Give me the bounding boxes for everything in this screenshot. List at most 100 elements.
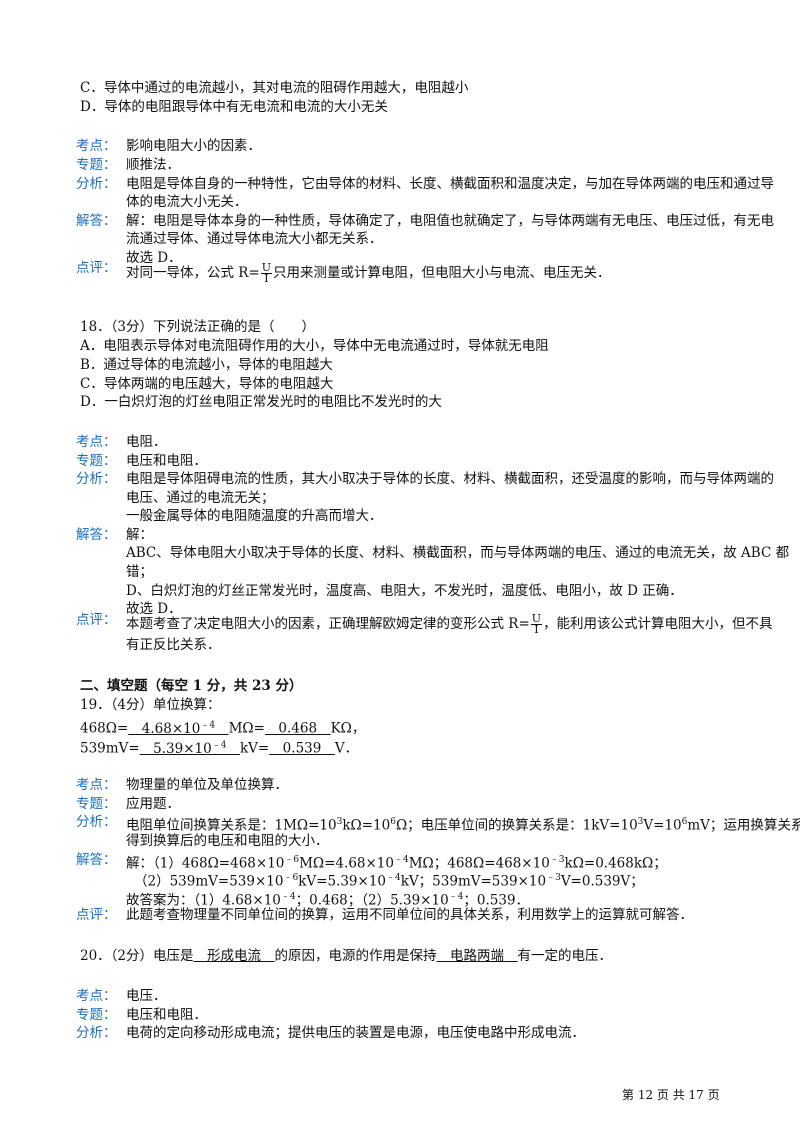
q19-jieda-line1: 解：（1）468Ω=468×10﹣6MΩ=4.68×10﹣4MΩ；468Ω=46… [126,851,667,873]
q18-fenxi-line2: 电压、通过的电流无关； [126,490,275,506]
q20-stem-part-e: 有一定的电压． [517,948,613,964]
q18-jieda-line3: 错； [126,564,153,580]
q19-blank-3-exp: ﹣4 [211,740,227,750]
q19-jieda3-part-a: 故答案为：（1）4.68×10 [126,892,281,909]
q19-jieda3-sup-1: ﹣4 [280,892,296,902]
q18-jieda-line4: D、白炽灯泡的灯丝正常发光时，温度高、电阻大，不发光时，温度低、电阻小，故 D … [126,583,683,599]
q19-blank-3-pad [226,741,240,757]
q17-jieda-line1: 解：电阻是导体本身的一种性质，导体确定了，电阻值也就确定了，与导体两端有无电压、… [126,213,774,229]
q17-jieda-line2: 流通过导体、通过导体电流大小都无关系． [126,231,383,247]
q19-stem: 19．（4分）单位换算： [80,697,221,713]
q19-blank-3: 5.39×10﹣4 [139,740,240,757]
q18-jieda-label: 解答： [76,527,117,543]
q17-jieda-label: 解答： [76,213,117,229]
q18-fenxi-label: 分析： [76,471,117,487]
q17-zhuanti-label: 专题： [76,157,117,173]
q19-jieda2-sup-3: ﹣3 [546,873,561,883]
q20-zhuanti: 电压和电阻． [126,1007,207,1023]
q19-fenxi1-part-d: V=10 [643,817,682,834]
q18-dianping-post: ，能利用该公式计算电阻大小，但不具 [543,616,773,632]
q18-kaodian: 电阻． [126,434,167,450]
q19-l2-unit2: V． [334,740,359,757]
q19-jieda3-sup-2: ﹣4 [448,892,464,902]
q19-blank-2: 0.468 [264,720,331,737]
q19-jieda3-part-b: ；0.468；（2）5.39×10 [295,892,449,909]
q19-l1-unit1: MΩ= [228,720,265,737]
q19-jieda2-sup-2: ﹣4 [386,873,401,883]
q19-kaodian: 物理量的单位及单位换算． [126,777,288,793]
q19-jieda1-sup-3: ﹣3 [549,855,565,865]
q18-jieda-line1: 解： [126,527,153,543]
q19-fenxi-label: 分析： [76,814,117,830]
fraction-numerator: U [260,261,273,274]
q17-dianping-post: 只用来测量或计算电阻，但电阻大小与电流、电压无关． [273,265,611,281]
q20-blank-2: 电路两端 [436,948,518,964]
q17-dianping-label: 点评： [76,260,117,276]
q19-l1-unit2: KΩ， [330,720,366,737]
q18-fenxi-line3: 一般金属导体的电阻随温度的升高而增大． [126,508,383,524]
section-heading: 二、填空题（每空 1 分，共 23 分） [80,678,303,694]
q18-stem: 18．（3分）下列说法正确的是（ ） [80,319,316,335]
q17-fenxi-line1: 电阻是导体自身的一种特性，它由导体的材料、长度、横截面积和温度决定，与加在导体两… [126,176,774,192]
q19-jieda-label: 解答： [76,852,117,868]
q20-fenxi-label: 分析： [76,1025,117,1041]
q19-fenxi1-part-b: kΩ=10 [342,817,391,834]
q19-zhuanti: 应用题． [126,796,180,812]
q19-jieda1-part-a: 解：（1）468Ω=468×10 [126,855,285,872]
q19-blank-1-base: 4.68×10 [128,720,201,737]
q19-blank-1-pad [215,721,229,737]
q19-zhuanti-label: 专题： [76,796,117,812]
q19-jieda2-part-a: （2）539mV=539×10 [134,873,284,890]
fraction-denominator: I [534,623,539,636]
q19-jieda2-sup-1: ﹣6 [283,873,299,883]
q18-option-c: C．导体两端的电压越大，导体的电阻越大 [80,376,334,392]
q18-zhuanti: 电压和电阻． [126,453,207,469]
q19-kaodian-label: 考点： [76,777,117,793]
q19-dianping: 此题考查物理量不同单位间的换算，运用不同单位间的具体关系，利用数学上的运算就可解… [126,907,693,923]
q20-kaodian: 电压． [126,988,167,1004]
q19-blank-3-base: 5.39×10 [139,740,212,757]
q19-fenxi-line1: 电阻单位间换算关系是：1MΩ=103kΩ=106Ω；电压单位间的换算关系是：1k… [126,813,800,835]
q18-jieda-line5: 故选 D． [126,601,182,617]
q19-fenxi1-part-e: mV；运用换算关系可 [687,817,800,834]
q20-fenxi: 电荷的定向移动形成电流；提供电压的装置是电源，电压使电路中形成电流． [126,1025,585,1041]
q19-jieda1-part-d: kΩ=0.468kΩ； [564,855,667,872]
q19-l2-unit1: kV= [239,740,270,757]
q20-kaodian-label: 考点： [76,988,117,1004]
q17-fenxi-label: 分析： [76,176,117,192]
q19-fenxi1-part-a: 电阻单位间换算关系是：1MΩ=10 [126,817,337,834]
q19-jieda2-part-c: kV；539mV=539×10 [400,873,547,890]
q19-jieda2-part-d: V=0.539V； [560,873,644,890]
page-footer: 第 12 页 共 17 页 [622,1088,720,1102]
q17-zhuanti: 顺推法． [126,157,180,173]
q19-line1: 468Ω= 4.68×10﹣4 MΩ= 0.468 KΩ， [80,716,365,738]
q20-stem-part-a: 20．（2分）电压是 [80,948,194,964]
q19-blank-4: 0.539 [269,740,335,757]
q18-dianping-label: 点评： [76,612,117,628]
q19-jieda-line3: 故答案为：（1）4.68×10﹣4；0.468；（2）5.39×10﹣4；0.5… [126,888,529,910]
q17-fenxi-line2: 体的电流大小无关． [126,194,248,210]
q19-fenxi-line2: 得到换算后的电压和电阻的大小． [126,833,329,849]
q19-dianping-label: 点评： [76,907,117,923]
q18-option-d: D．一白炽灯泡的灯丝电阻正常发光时的电阻比不发光时的大 [80,394,442,410]
q19-blank-1: 4.68×10﹣4 [128,720,229,737]
q18-jieda-line2: ABC、导体电阻大小取决于导体的长度、材料、横截面积，而与导体两端的电压、通过的… [126,545,790,561]
q19-jieda1-sup-2: ﹣4 [394,855,409,865]
q18-fenxi-line1: 电阻是导体阻碍电流的性质，其大小取决于导体的长度、材料、横截面积，还受温度的影响… [126,471,774,487]
q20-stem-part-c: 的原因，电源的作用是保持 [274,948,437,964]
q19-jieda3-part-c: ；0.539． [463,892,530,909]
q19-fenxi1-sup-4: 6 [681,817,688,827]
q19-line2: 539mV= 5.39×10﹣4 kV= 0.539 V． [80,736,358,758]
q19-l2-prefix: 539mV= [80,740,140,757]
q18-dianping-pre: 本题考查了决定电阻大小的因素，正确理解欧姆定律的变形公式 R= [126,616,530,632]
q19-fenxi1-sup-3: 3 [637,817,644,827]
fraction-denominator: I [264,272,269,285]
q20-stem: 20．（2分）电压是 形成电流 的原因，电源的作用是保持 电路两端 有一定的电压… [80,947,612,965]
q18-option-b: B．通过导体的电流越小，导体的电阻越大 [80,357,333,373]
q19-jieda1-sup-1: ﹣6 [284,855,300,865]
q19-jieda-line2: （2）539mV=539×10﹣6kV=5.39×10﹣4kV；539mV=53… [134,869,644,891]
fraction-numerator: U [530,612,543,625]
